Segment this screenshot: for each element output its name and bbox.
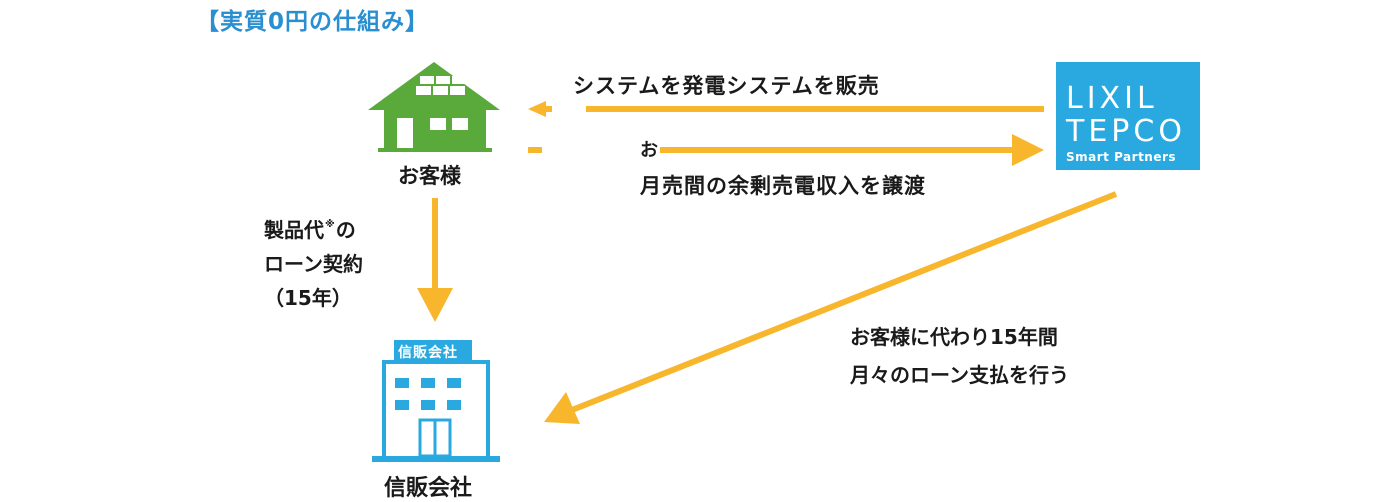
payment-line-1: お客様に代わり15年間: [850, 325, 1058, 349]
arrow-loan: [417, 198, 453, 322]
loan-line-1-b: の: [335, 218, 356, 242]
transfer-flow-label: 月売間の余剰売電収入を譲渡: [640, 174, 926, 198]
payment-line-2: 月々のローン支払を行う: [850, 363, 1069, 387]
page-title: 【実質0円の仕組み】: [196, 9, 430, 35]
payment-flow-label: お客様に代わり15年間 月々のローン支払を行う: [850, 318, 1069, 394]
building-icon: [372, 340, 500, 462]
arrow-transfer: [528, 134, 1044, 166]
logo-line-3: Smart Partners: [1066, 150, 1177, 164]
sell-flow-label: システムを発電システムを販売: [573, 74, 880, 98]
customer-label: お客様: [398, 164, 461, 188]
house-icon: [368, 62, 500, 152]
footnote-mark: ※: [325, 219, 335, 230]
loan-line-2: ローン契約: [264, 252, 363, 276]
loan-line-1: 製品代※の: [264, 208, 363, 247]
lixil-tepco-logo: LIXIL TEPCO Smart Partners: [1056, 62, 1200, 170]
loan-flow-label: 製品代※の ローン契約 （15年）: [264, 208, 363, 315]
arrow-payment: [544, 191, 1118, 424]
loan-line-1-a: 製品代: [264, 218, 324, 242]
bank-sign-label: 信販会社: [398, 345, 458, 361]
logo-line-2: TEPCO: [1066, 114, 1186, 149]
transfer-prefix-label: お: [640, 140, 658, 161]
logo-line-1: LIXIL: [1066, 81, 1158, 116]
arrow-sell: [528, 101, 1044, 117]
loan-line-3: （15年）: [264, 286, 352, 310]
bank-label: 信販会社: [384, 476, 473, 501]
